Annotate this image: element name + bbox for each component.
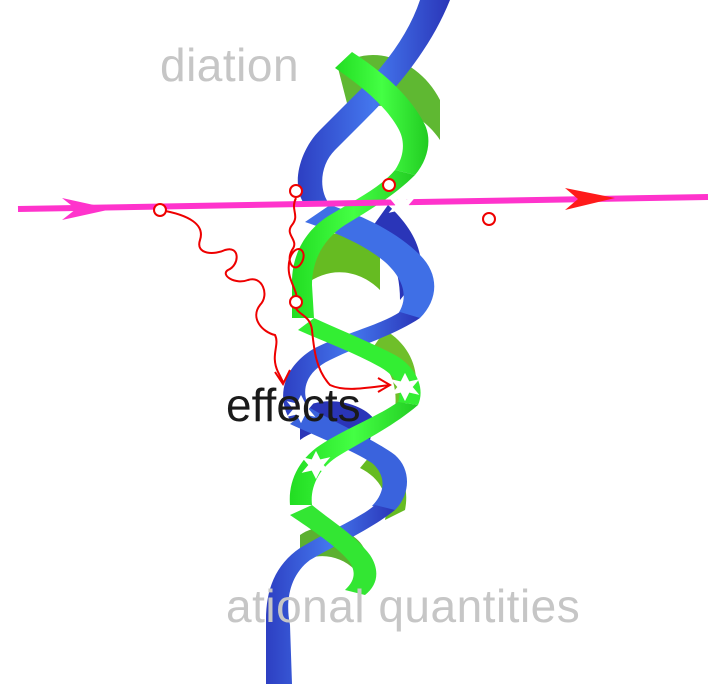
damage-burst-icon xyxy=(390,372,420,402)
radiation-beam-arrow-icon xyxy=(17,188,708,220)
ionization-circle-icon xyxy=(289,295,303,309)
electron-track-2 xyxy=(287,197,391,390)
text-line-quantities: ational quantities xyxy=(226,580,581,632)
ionization-events xyxy=(153,178,496,309)
damage-burst-icon xyxy=(301,450,331,480)
electron-tracks xyxy=(159,197,392,393)
beam-arrowhead-left xyxy=(62,198,112,220)
text-line-radiation: diation xyxy=(160,39,300,91)
track-arrowhead-1 xyxy=(274,369,291,386)
ionization-circle-icon xyxy=(289,184,303,198)
text-line-effects: effects xyxy=(226,379,361,431)
electron-track-1 xyxy=(159,209,284,383)
damage-burst-icon xyxy=(286,394,316,424)
ionization-circle-icon xyxy=(482,212,496,226)
damage-bursts xyxy=(286,190,420,480)
track-arrowhead-2 xyxy=(377,377,392,393)
ionization-circle-icon xyxy=(382,178,396,192)
helix-green-strand xyxy=(289,52,429,595)
damage-burst-icon xyxy=(388,190,416,220)
ionization-circle-icon xyxy=(153,203,167,217)
cut-off-text-top xyxy=(0,0,708,6)
beam-arrowhead-right xyxy=(565,188,615,210)
